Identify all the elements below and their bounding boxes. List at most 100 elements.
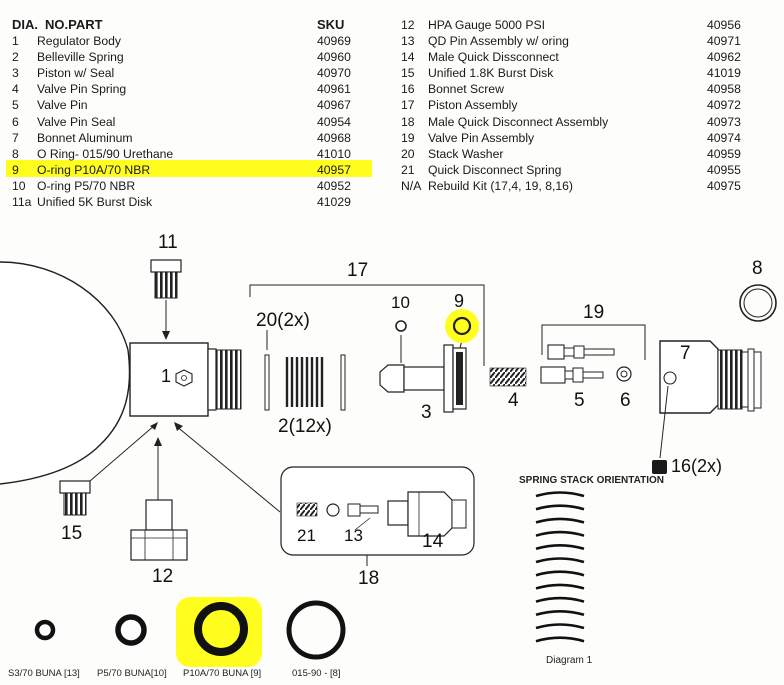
part-number: 16 xyxy=(401,82,415,97)
spring-stack-washer xyxy=(535,517,585,524)
part-sku: 40968 xyxy=(317,130,351,145)
part-sku: 40959 xyxy=(707,146,741,161)
oring-label-13: S3/70 BUNA [13] xyxy=(8,668,80,679)
callout-21: 21 xyxy=(297,526,316,545)
part-number: 8 xyxy=(12,146,19,161)
part-number: 21 xyxy=(401,162,415,177)
spring-stack-washer xyxy=(535,570,585,577)
part-sku: 40958 xyxy=(707,82,741,97)
part-number: 7 xyxy=(12,130,19,145)
callout-2: 2(12x) xyxy=(278,416,332,437)
oring-label-9: P10A/70 BUNA [9] xyxy=(183,668,262,679)
part-sku: 40970 xyxy=(317,66,351,81)
valve-pin-5 xyxy=(547,344,615,360)
part-name: Unified 1.8K Burst Disk xyxy=(428,66,554,81)
part-name: Rebuild Kit (17,4, 19, 8,16) xyxy=(428,178,573,193)
leader-line-18 xyxy=(174,424,281,513)
table-row: 15 Unified 1.8K Burst Disk 41019 xyxy=(401,65,781,81)
part-number: 10 xyxy=(12,178,26,193)
part-number: 6 xyxy=(12,114,19,129)
part-name: Valve Pin Seal xyxy=(37,114,116,129)
part-sku: 40967 xyxy=(317,98,351,113)
part-name: Belleville Spring xyxy=(37,50,124,65)
part-sku: 40952 xyxy=(317,178,351,193)
spring-stack-washer xyxy=(535,504,585,511)
part-sku: 40956 xyxy=(707,18,741,32)
spring-stack-washer xyxy=(535,557,585,564)
part-sku: 41019 xyxy=(707,66,741,81)
callout-5: 5 xyxy=(574,390,585,411)
part-number: 5 xyxy=(12,98,19,113)
leader-arrow xyxy=(174,422,183,431)
callout-17: 17 xyxy=(347,260,368,281)
spring-stack-washer xyxy=(535,636,585,643)
part-number: 12 xyxy=(401,18,415,32)
qd-spring-21 xyxy=(296,502,318,517)
bracket-17 xyxy=(249,284,485,366)
valve-pin-5b xyxy=(540,366,604,384)
tank-outline xyxy=(0,261,131,485)
part-sku: 40961 xyxy=(317,82,351,97)
callout-3: 3 xyxy=(421,402,432,423)
valve-pin-spring-4 xyxy=(489,367,527,387)
part-number: 17 xyxy=(401,98,415,113)
part-number: 11a xyxy=(12,195,32,210)
stack-washer-20a xyxy=(264,354,270,411)
callout-12: 12 xyxy=(152,566,173,587)
part-name: Bonnet Aluminum xyxy=(37,130,133,145)
spring-stack-washer xyxy=(535,610,585,617)
callout-19: 19 xyxy=(583,302,604,323)
part-sku: 40969 xyxy=(317,34,351,49)
callout-15: 15 xyxy=(61,523,82,544)
spring-stack-washer xyxy=(535,491,585,498)
table-row: 16 Bonnet Screw 40958 xyxy=(401,81,781,97)
callout-7: 7 xyxy=(680,343,691,364)
callout-11: 11 xyxy=(158,232,178,253)
callout-13: 13 xyxy=(344,526,363,545)
part-name: QD Pin Assembly w/ oring xyxy=(428,34,569,49)
qd-oring-13 xyxy=(326,503,340,517)
part-sku: 40971 xyxy=(707,34,741,49)
part-sku: 41029 xyxy=(317,195,351,210)
spring-stack-washer xyxy=(535,583,585,590)
part-sku: 40955 xyxy=(707,162,741,177)
part-number: 1 xyxy=(12,34,19,49)
header-no-part: NO.PART xyxy=(45,17,103,32)
header-sku: SKU xyxy=(317,17,345,32)
part-number: 4 xyxy=(12,82,19,97)
spring-stack-title: SPRING STACK ORIENTATION xyxy=(519,475,664,486)
callout-4: 4 xyxy=(508,390,519,411)
part-name: Male Quick Dissconnect xyxy=(428,50,559,65)
part-number: 18 xyxy=(401,114,415,129)
part-number: 15 xyxy=(401,66,415,81)
part-name: O Ring- 015/90 Urethane xyxy=(37,146,174,161)
spring-stack-washer xyxy=(535,623,585,630)
part-number: 3 xyxy=(12,66,19,81)
highlight-row-9 xyxy=(6,160,372,177)
burst-disk-15 xyxy=(59,422,158,516)
table-row: 6 Valve Pin Seal 40954 xyxy=(12,114,372,130)
bonnet-screw-16 xyxy=(652,460,667,474)
callout-16: 16(2x) xyxy=(671,456,722,476)
part-sku: 40974 xyxy=(707,130,741,145)
part-name: Bonnet Screw xyxy=(428,82,504,97)
table-row: 3 Piston w/ Seal 40970 xyxy=(12,65,372,81)
oring-label-8: 015-90 - [8] xyxy=(292,668,341,679)
burst-disk-11 xyxy=(150,259,182,340)
bonnet-7 xyxy=(659,340,762,459)
oring-s3-13 xyxy=(34,619,56,641)
part-name: Piston w/ Seal xyxy=(37,66,115,81)
part-sku: 41010 xyxy=(317,146,351,161)
oring-label-10: P5/70 BUNA[10] xyxy=(97,668,167,679)
oring-8 xyxy=(739,284,777,322)
part-sku: 40954 xyxy=(317,114,351,129)
